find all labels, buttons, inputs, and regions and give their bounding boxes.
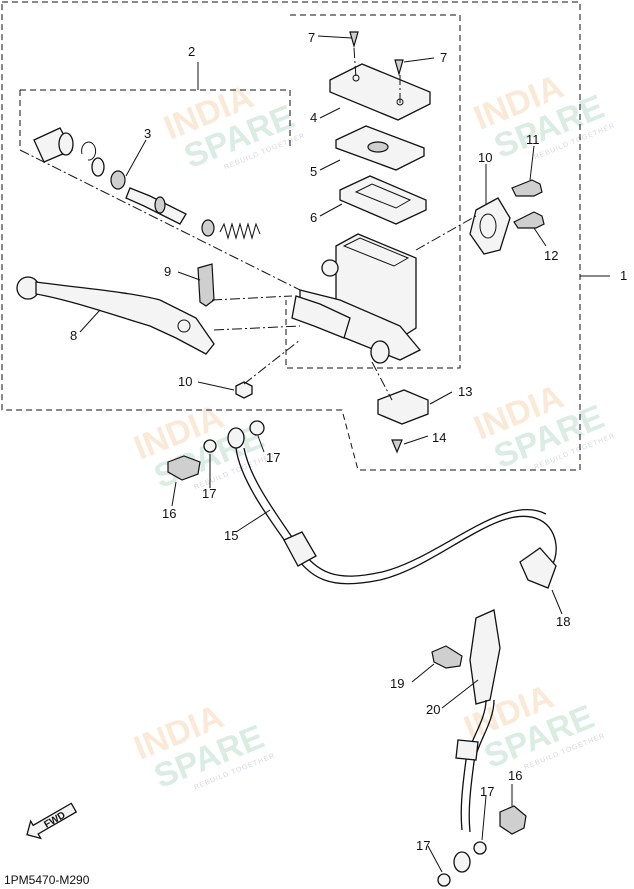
clamp-bolt xyxy=(513,211,545,229)
upper-banjo xyxy=(227,427,245,449)
callout-3: 3 xyxy=(144,126,151,141)
callout-17: 17 xyxy=(266,450,280,465)
hose-line xyxy=(235,447,557,585)
assembly-axis xyxy=(353,47,401,104)
washer xyxy=(91,157,105,177)
callout-8: 8 xyxy=(70,328,77,343)
lower-banjo-bolt xyxy=(499,805,527,835)
callout-5: 5 xyxy=(310,164,317,179)
assembly-axis xyxy=(371,361,393,401)
piston-kit xyxy=(19,127,301,291)
hose-line xyxy=(460,699,487,831)
switch-screw xyxy=(391,439,403,454)
plate-boss xyxy=(367,141,389,153)
callout-17: 17 xyxy=(202,486,216,501)
banjo-port xyxy=(370,340,390,364)
master-cylinder-subassembly-boundary xyxy=(285,14,461,369)
pivot-nut xyxy=(235,381,253,399)
lower-fitting xyxy=(455,739,479,761)
watermark: INDIA SPARE REBUILD TOGETHER xyxy=(129,698,277,796)
piston-cup xyxy=(110,170,126,190)
assembly-axis xyxy=(415,215,477,251)
callout-14: 14 xyxy=(432,430,446,445)
watermark-group: INDIA SPARE REBUILD TOGETHER INDIA SPARE… xyxy=(129,68,617,796)
callout-17: 17 xyxy=(416,838,430,853)
catalog-code: 1PM5470-M290 xyxy=(4,873,90,887)
reservoir-lip xyxy=(342,237,410,267)
lower-banjo xyxy=(453,851,471,873)
cap-screw xyxy=(394,59,404,77)
callouts: 7 7 2 4 5 6 3 10 11 12 1 9 8 10 13 14 17… xyxy=(70,30,627,853)
brake-light-switch xyxy=(371,361,429,454)
callout-9: 9 xyxy=(164,264,171,279)
callout-10: 10 xyxy=(178,374,192,389)
callout-13: 13 xyxy=(458,384,472,399)
cap-screw xyxy=(349,31,359,49)
callout-16: 16 xyxy=(508,768,522,783)
callout-15: 15 xyxy=(224,528,238,543)
pivot-bolt xyxy=(197,263,215,307)
callout-1: 1 xyxy=(620,268,627,283)
callout-17: 17 xyxy=(480,784,494,799)
watermark: INDIA SPARE REBUILD TOGETHER xyxy=(469,378,617,476)
fwd-label: FWD xyxy=(42,810,67,831)
switch-body xyxy=(377,389,429,425)
forward-direction-badge: FWD xyxy=(26,802,78,840)
hose-fitting xyxy=(283,531,317,567)
assembly-boundary xyxy=(1,1,581,471)
clamp-bolt xyxy=(511,179,543,197)
assembly-axis xyxy=(211,295,301,385)
callout-2: 2 xyxy=(188,44,195,59)
circlip xyxy=(81,141,97,161)
guide-bolt xyxy=(431,645,463,669)
callout-19: 19 xyxy=(390,676,404,691)
reservoir-cap-stack xyxy=(329,31,431,225)
secondary-cup xyxy=(201,219,215,237)
callout-4: 4 xyxy=(310,110,317,125)
handlebar-clamp xyxy=(415,179,545,255)
assembly-axis xyxy=(19,149,301,291)
gasket xyxy=(203,439,217,453)
watermark: INDIA SPARE REBUILD TOGETHER xyxy=(159,78,307,176)
clamp-bracket xyxy=(469,197,511,255)
leader-lines xyxy=(79,35,563,873)
lever-mount xyxy=(291,295,351,339)
banjo-bolt xyxy=(167,455,201,481)
lever-blade xyxy=(35,281,215,355)
diaphragm xyxy=(339,175,427,225)
callout-11: 10 xyxy=(478,150,492,165)
callout-18: 18 xyxy=(556,614,570,629)
brake-hose xyxy=(167,420,557,887)
callout-12: 11 xyxy=(526,132,540,147)
brake-lever xyxy=(16,263,301,399)
callout-6: 6 xyxy=(310,210,317,225)
master-cylinder-body xyxy=(291,233,422,364)
lever-pivot-hole xyxy=(177,319,191,333)
upper-gasket xyxy=(249,420,265,436)
hose-line xyxy=(243,447,547,577)
clamp-bore xyxy=(479,213,497,239)
lower-gasket xyxy=(473,841,487,855)
mount-boss xyxy=(321,259,339,277)
reservoir-cap xyxy=(329,63,431,121)
hose-guide xyxy=(469,609,501,705)
callout-12: 12 xyxy=(544,248,558,263)
boot-opening xyxy=(58,132,74,156)
lower-gasket xyxy=(437,873,451,887)
piston-seal xyxy=(154,196,166,214)
callout-7: 7 xyxy=(308,30,315,45)
callout-20: 20 xyxy=(426,702,440,717)
diaphragm-rim xyxy=(354,183,412,209)
hose-line xyxy=(468,699,495,833)
piston-kit-boundary xyxy=(19,89,291,150)
hose-clamp xyxy=(519,547,557,589)
callout-7: 7 xyxy=(440,50,447,65)
callout-16: 16 xyxy=(162,506,176,521)
return-spring xyxy=(219,222,261,240)
